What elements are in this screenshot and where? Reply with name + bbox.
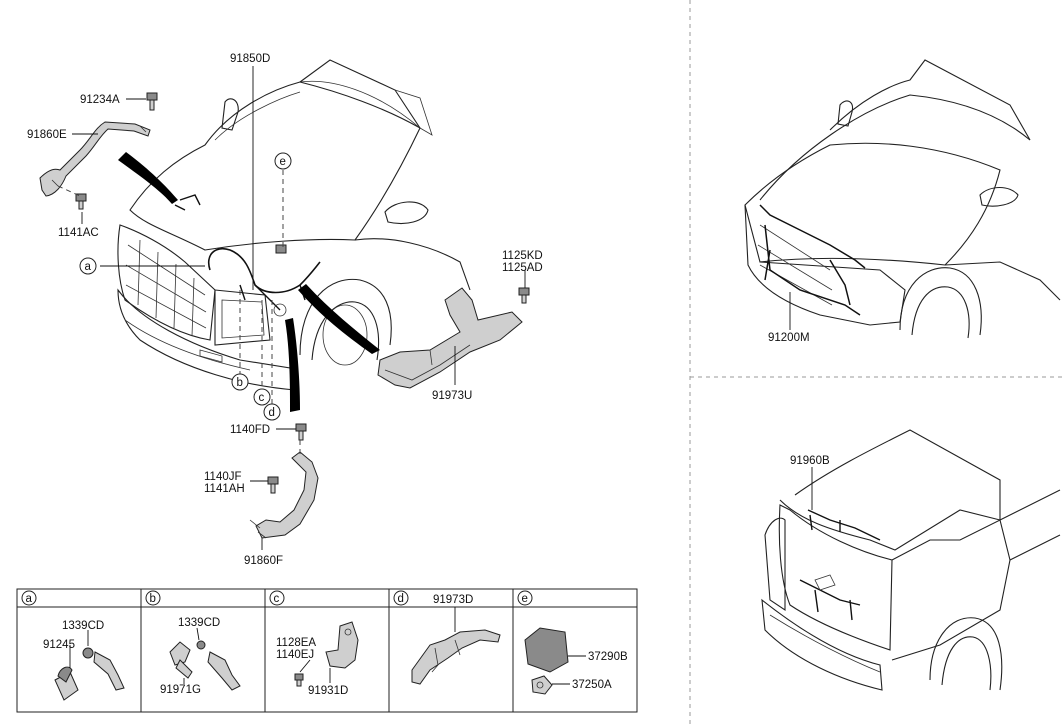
label-91234A: 91234A [80, 94, 120, 106]
table-header-b: b [150, 593, 156, 605]
bolt-1140FD-icon [295, 423, 307, 441]
part-91973U-bracket [377, 287, 523, 389]
cell-a-label-1: 1339CD [62, 620, 104, 632]
bolt-1140JF-icon [267, 476, 279, 494]
part-91860F-bracket [249, 451, 319, 539]
table-header-a: a [26, 593, 33, 605]
cell-e-label-1: 37290B [588, 651, 628, 663]
cell-c-parts [294, 621, 359, 687]
cell-a-label-2: 91245 [43, 639, 75, 651]
label-1140JF: 1140JF [204, 471, 242, 483]
cell-d-parts [411, 607, 501, 685]
label-1125AD: 1125AD [502, 262, 543, 274]
cell-b-label-2: 91971G [160, 684, 201, 696]
cell-b-parts [169, 627, 241, 691]
label-91860F: 91860F [244, 555, 283, 567]
cell-c-label-2: 1140EJ [276, 649, 314, 661]
label-1141AH: 1141AH [204, 483, 245, 495]
main-leader-lines [57, 66, 526, 550]
table-header-c: c [274, 593, 280, 605]
bolt-1141AC-icon [75, 193, 87, 210]
callout-d: d [269, 407, 275, 419]
callout-c: c [259, 392, 265, 404]
detail-table: a b c d e 91973D 1339CD 91245 1339CD 919… [16, 588, 638, 713]
label-91850D: 91850D [230, 53, 270, 65]
cell-e-parts [524, 627, 586, 695]
label-1125KD: 1125KD [502, 250, 543, 262]
label-91973U: 91973U [432, 390, 472, 402]
main-labels: 91850D 91234A 91860E 1141AC 1125KD 1125A… [27, 53, 543, 567]
cell-c-label-3: 91931D [308, 685, 348, 697]
bolt-1125KD-icon [518, 287, 530, 304]
label-1140FD: 1140FD [230, 424, 270, 436]
right-bottom-vehicle-illustration [761, 429, 1061, 691]
cell-a-parts [54, 630, 125, 701]
cell-e-label-2: 37250A [572, 679, 612, 691]
label-91860E: 91860E [27, 129, 67, 141]
panel-separators [689, 0, 1063, 727]
cell-b-label-1: 1339CD [178, 617, 220, 629]
main-vehicle-front-illustration [117, 59, 471, 412]
table-header-d-part: 91973D [433, 594, 473, 606]
callout-b: b [237, 377, 243, 389]
label-91960B: 91960B [790, 455, 830, 467]
bolt-91234A-icon [146, 92, 158, 111]
callout-a: a [85, 261, 92, 273]
cell-c-label-1: 1128EA [276, 637, 316, 649]
label-1141AC: 1141AC [58, 227, 99, 239]
part-91860E-bracket [39, 121, 151, 197]
table-header-e: e [522, 593, 528, 605]
callout-e: e [280, 156, 286, 168]
right-top-vehicle-illustration [744, 59, 1061, 339]
callout-circles [79, 152, 292, 421]
label-91200M: 91200M [768, 332, 810, 344]
table-header-d: d [398, 593, 404, 605]
